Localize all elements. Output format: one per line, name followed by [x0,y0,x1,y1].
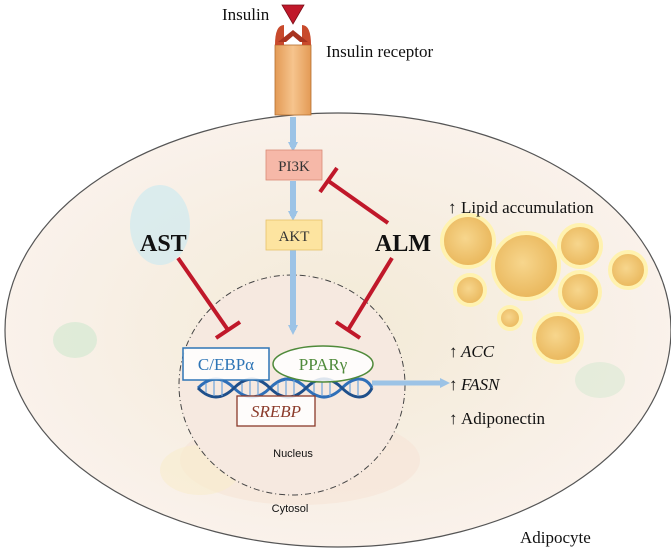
lipid-droplet [453,273,487,307]
lipid-droplets [440,213,648,364]
lipid-up-arrow: ↑ [448,198,457,217]
lipid-droplet [440,213,496,269]
akt-box [265,219,323,251]
insulin-icon [281,4,305,25]
insulin-receptor-label: Insulin receptor [326,42,433,61]
lipid-droplet [497,305,523,331]
ast-inhibits-cebpa [176,256,242,340]
pi3k-label: PI3K [278,159,310,175]
lipid-droplet [558,270,602,314]
ppary-ellipse [272,345,374,383]
cebpa-label: C/EBPα [198,355,254,374]
acc-label: ACC [460,342,495,361]
fasn-up-arrow: ↑ [449,375,458,394]
adipocyte-label: Adipocyte [520,528,591,547]
adiponectin-up-arrow: ↑ [449,409,458,428]
ast-label: AST [140,231,187,257]
organelle-blob [130,185,190,265]
pi3k-box [265,149,323,181]
lipid-accumulation-label: Lipid accumulation [461,198,594,217]
lipid-droplet [608,250,648,290]
cebpa-box [182,347,270,381]
lipid-droplet [532,312,584,364]
adiponectin-label: Adiponectin [461,409,546,428]
alm-inhibits-pi3k [318,166,390,225]
insulin-receptor-icon [274,25,312,116]
nucleus-label: Nucleus [273,448,313,460]
alm-label: ALM [375,231,431,257]
cytosol-label: Cytosol [272,503,309,515]
insulin-label: Insulin [222,5,270,24]
organelle-blob [575,362,625,398]
srebp-box [236,395,316,427]
akt-label: AKT [279,229,310,245]
lipid-droplet [557,223,603,269]
fasn-label: FASN [460,375,501,394]
ppary-label: PPARγ [299,355,348,374]
acc-up-arrow: ↑ [449,342,458,361]
organelle-blob [53,322,97,358]
lipid-droplet [491,231,561,301]
srebp-label: SREBP [251,402,301,421]
alm-inhibits-ppary [334,256,394,340]
